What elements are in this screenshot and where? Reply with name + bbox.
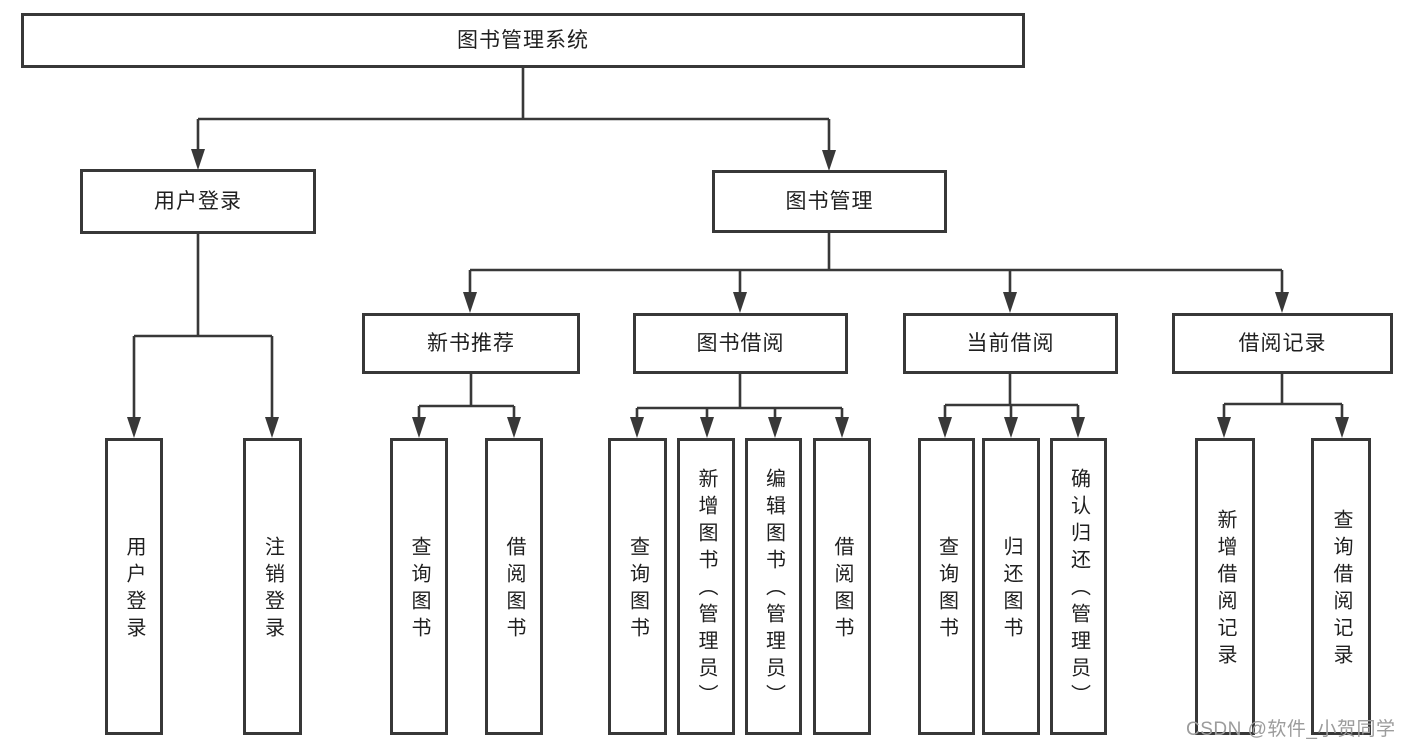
node-query-books-current: 查询图书	[918, 438, 975, 735]
node-edit-book-admin: 编辑图书（管理员）	[745, 438, 802, 735]
node-book-management: 图书管理	[712, 170, 947, 233]
csdn-watermark: CSDN @软件_小贺同学	[1186, 719, 1396, 740]
node-add-book-admin: 新增图书（管理员）	[677, 438, 735, 735]
node-confirm-return-admin: 确认归还（管理员）	[1050, 438, 1107, 735]
node-logout-leaf: 注销登录	[243, 438, 302, 735]
node-borrow-books-recommend: 借阅图书	[485, 438, 543, 735]
node-return-book: 归还图书	[982, 438, 1040, 735]
node-root: 图书管理系统	[21, 13, 1025, 68]
node-user-login-leaf: 用户登录	[105, 438, 163, 735]
node-query-books-borrow: 查询图书	[608, 438, 667, 735]
node-new-book-recommend: 新书推荐	[362, 313, 580, 374]
node-borrow-records: 借阅记录	[1172, 313, 1393, 374]
node-query-borrow-record: 查询借阅记录	[1311, 438, 1371, 735]
node-book-borrow: 图书借阅	[633, 313, 848, 374]
node-query-books-recommend: 查询图书	[390, 438, 448, 735]
node-borrow-books-leaf: 借阅图书	[813, 438, 871, 735]
node-add-borrow-record: 新增借阅记录	[1195, 438, 1255, 735]
node-user-login-branch: 用户登录	[80, 169, 316, 234]
node-current-borrow: 当前借阅	[903, 313, 1118, 374]
